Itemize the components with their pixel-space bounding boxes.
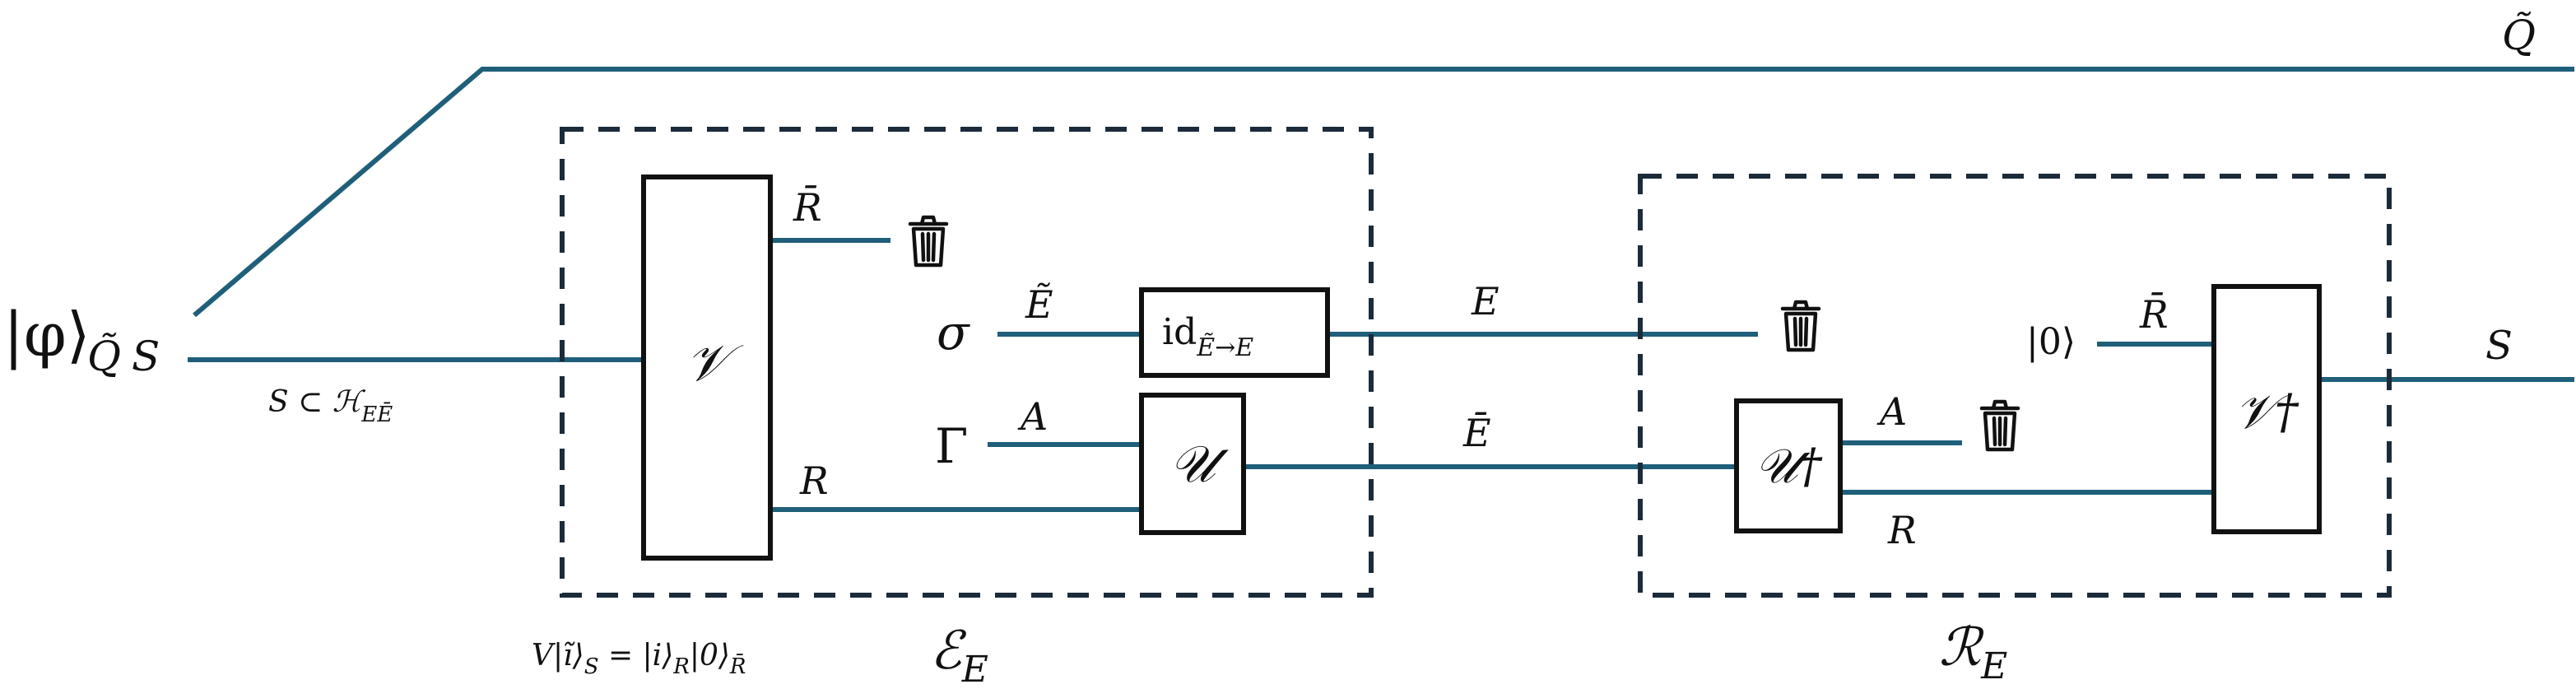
sigma-label: σ — [937, 305, 970, 361]
recovery-dashed-box — [1638, 174, 2392, 598]
gate-u-box — [1139, 393, 1246, 535]
rbar-recovery-label: R̄ — [2139, 291, 2169, 337]
a-recovery-label: A — [1876, 389, 1907, 434]
gate-id: idẼ→E — [1139, 287, 1330, 378]
gate-v-dagger-label: 𝒱† — [2234, 384, 2299, 440]
encoder-dashed-box — [560, 127, 1374, 598]
rbar-encoder-label: R̄ — [793, 184, 822, 230]
gate-v-dagger: 𝒱† — [2211, 284, 2322, 534]
r-recovery-label: R — [1887, 508, 1917, 552]
gate-u-dagger-box — [1734, 398, 1843, 533]
gate-u: 𝒰 — [1139, 393, 1246, 535]
input-state-sub-q: Q̃ — [87, 332, 121, 380]
gate-u-dagger-label: 𝒰† — [1755, 438, 1822, 494]
etilde-label: Ẽ — [1025, 282, 1053, 327]
trash-icon — [910, 217, 946, 265]
subspace-note: S ⊂ ℋEĒ — [268, 385, 393, 427]
trash-icon — [1783, 302, 1819, 350]
trash-icon — [1982, 402, 2018, 449]
gate-v: 𝒱 — [641, 175, 773, 561]
s-output-label: S — [2485, 323, 2513, 369]
gate-v-dagger-box — [2211, 284, 2322, 534]
e-channel-label: E — [1471, 279, 1500, 324]
input-state-ket: |φ⟩ — [3, 300, 91, 370]
wire-q-tilde — [193, 67, 2574, 318]
gate-id-label: idẼ→E — [1162, 311, 1253, 362]
a-encoder-label: A — [1017, 394, 1048, 439]
gamma-label: Γ — [935, 418, 968, 474]
isometry-note: V|ĩ⟩S = |i⟩R|0⟩R̄ — [532, 639, 746, 679]
ebar-channel-label: Ē — [1462, 411, 1491, 455]
input-state-sub-s: S — [132, 333, 160, 380]
gate-v-box — [641, 175, 773, 561]
gate-u-dagger: 𝒰† — [1734, 398, 1843, 533]
r-encoder-label: R — [799, 459, 829, 503]
wires — [188, 67, 2574, 512]
ket-zero-label: |0⟩ — [2026, 321, 2076, 363]
encoder-caption: ℰE — [930, 621, 988, 689]
gate-id-box — [1139, 287, 1330, 378]
recovery-caption: ℛE — [1939, 617, 2007, 687]
top-output-label: Q̃ — [2502, 11, 2536, 59]
